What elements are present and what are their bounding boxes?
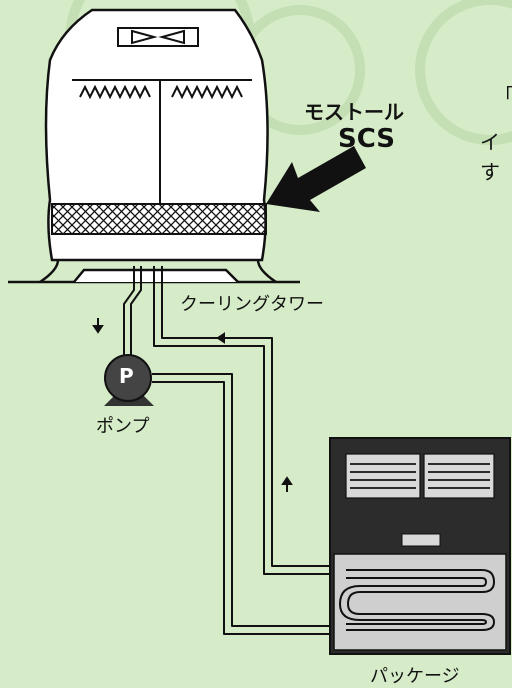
side-text-line2: イ [480,130,500,154]
side-text-line1: 「 [494,84,512,108]
package-unit [329,437,511,655]
cooling-tower-label: クーリングタワー [180,294,324,315]
tower-fan-icon [117,27,199,47]
side-text-line3: す [480,160,500,184]
flow-arrows [92,318,293,492]
package-unit-label: パッケージ [370,666,460,687]
piping [123,266,358,635]
pump-icon [104,354,154,406]
spray-header [72,79,252,204]
pump-symbol: P [119,364,134,388]
product-name-line1: モストール [304,100,404,124]
pump-label: ポンプ [96,416,150,437]
product-name-line2: SCS [338,124,396,154]
product-pointer-arrow [266,146,366,212]
tower-fill-media [51,203,267,235]
heat-exchanger-coil [338,569,496,631]
cooling-tower [44,8,269,262]
